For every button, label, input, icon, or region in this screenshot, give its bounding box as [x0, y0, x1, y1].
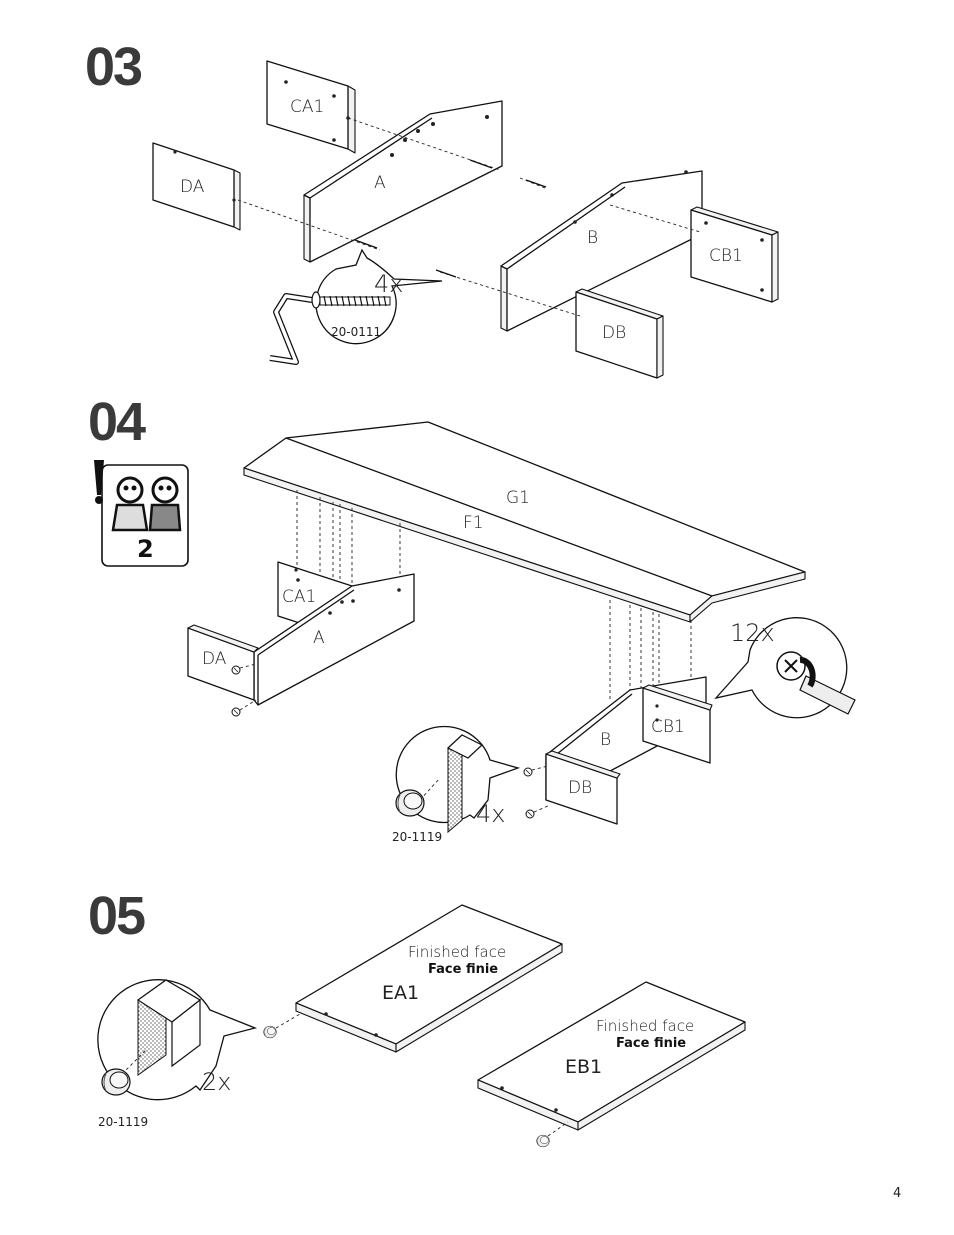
- screw-icon: [311, 291, 391, 309]
- part-label: CA1: [290, 97, 324, 117]
- panel-da: DA: [152, 142, 241, 231]
- step-04: 04 2 G1 F1: [88, 392, 856, 844]
- warning-icon: [94, 460, 104, 504]
- part-label: A: [313, 628, 325, 648]
- part-code: 20-1119: [98, 1115, 148, 1129]
- glide-icon: [263, 1025, 277, 1039]
- part-code: 20-0111: [331, 325, 381, 339]
- panel-ea1: Finished face Face finie EA1: [263, 904, 563, 1053]
- people-count: 2: [137, 535, 154, 563]
- step-03: 03 CA1 DA A: [85, 37, 779, 379]
- cam-lock-icon: [523, 767, 533, 777]
- part-label: EA1: [382, 982, 419, 1004]
- cam-lock-icon: [525, 809, 535, 819]
- panel-cb1: CB1: [690, 206, 779, 303]
- part-label: DB: [568, 778, 592, 798]
- panel-eb1: Finished face Face finie EB1: [477, 981, 746, 1148]
- panel-db: DB: [575, 288, 664, 379]
- part-label: EB1: [565, 1056, 602, 1078]
- dowel-callout: 4x 20-0111: [269, 248, 443, 365]
- quantity-label: 2x: [202, 1068, 231, 1096]
- allen-key-icon: [269, 293, 313, 365]
- step-05: 05 2x 20-1119 Finished face Face finie E…: [88, 886, 746, 1148]
- glide-callout: 2x 20-1119: [97, 979, 258, 1129]
- finished-face-label: Finished face: [408, 943, 506, 961]
- part-label: CB1: [651, 717, 685, 737]
- quantity-label: 12x: [730, 619, 775, 647]
- part-label: A: [374, 173, 386, 193]
- screwdriver-icon: [799, 675, 856, 715]
- panel-ca1: CA1: [266, 60, 356, 154]
- quantity-label: 4x: [374, 270, 403, 298]
- cam-callout: 12x: [714, 617, 856, 719]
- cam-lock-icon: [231, 665, 241, 675]
- glide-icon: [101, 1068, 131, 1096]
- part-label: B: [600, 730, 611, 750]
- part-label: CB1: [709, 246, 743, 266]
- cam-lock-icon: [231, 707, 241, 717]
- finished-face-label: Finished face: [596, 1017, 694, 1035]
- quantity-label: 4x: [476, 800, 505, 828]
- glide-icon: [395, 789, 425, 817]
- part-label: F1: [463, 513, 484, 533]
- panel-a: A: [303, 100, 503, 263]
- part-label: DB: [602, 323, 626, 343]
- assembly-left: CA1 A DA: [187, 561, 415, 717]
- glide-callout: 4x 20-1119: [392, 725, 521, 844]
- assembly-guides: [237, 117, 701, 317]
- face-finie-label: Face finie: [428, 962, 498, 977]
- step-number: 04: [88, 392, 146, 452]
- part-label: G1: [506, 488, 530, 508]
- step-number: 03: [85, 37, 142, 97]
- part-label: DA: [202, 649, 227, 669]
- face-finie-label: Face finie: [616, 1036, 686, 1051]
- step-number: 05: [88, 886, 145, 946]
- two-people-icon: 2: [94, 460, 189, 567]
- panel-top: G1 F1: [243, 421, 806, 623]
- page-number: 4: [893, 1186, 901, 1201]
- part-label: DA: [180, 177, 205, 197]
- part-label: B: [587, 228, 598, 248]
- part-code: 20-1119: [392, 830, 442, 844]
- assembly-right: B CB1 DB: [523, 676, 713, 825]
- glide-icon: [536, 1134, 550, 1148]
- part-label: CA1: [282, 587, 316, 607]
- assembly-guides: [296, 490, 692, 700]
